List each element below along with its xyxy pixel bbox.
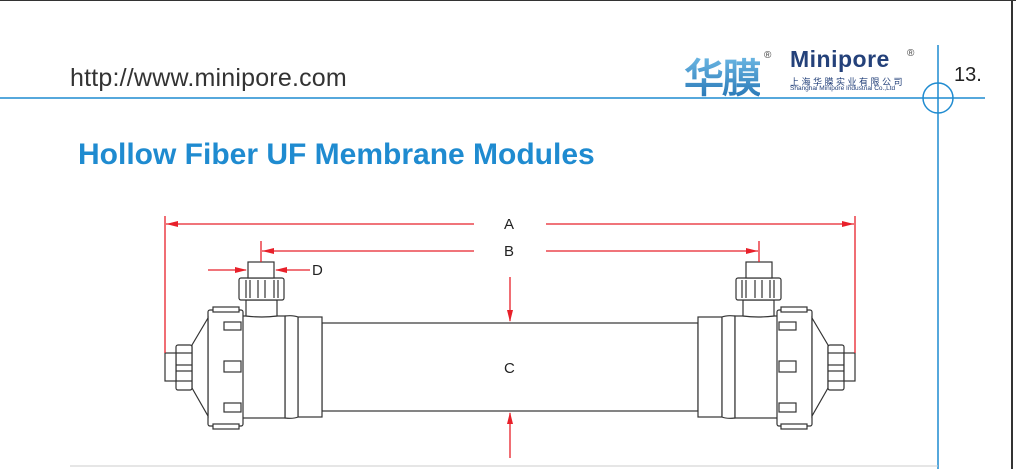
dimension-label-b: B	[504, 243, 514, 260]
logo-english-company: Shanghai Minipore Industrial Co.,Ltd	[790, 85, 896, 92]
logo-chinese-company: 上海华膜实业有限公司	[790, 77, 906, 87]
logo-brand: Minipore	[790, 46, 890, 72]
membrane-tube	[321, 322, 699, 412]
feed-nut	[175, 344, 193, 391]
page-number: 13.	[954, 64, 982, 86]
dimension-lines	[164, 216, 856, 458]
dimension-label-d: D	[312, 262, 323, 279]
logo-chinese-name: 华膜	[684, 46, 762, 104]
registration-mark-icon	[922, 82, 954, 114]
module-drawing	[164, 261, 856, 430]
dimension-label-c: C	[504, 360, 515, 377]
end-cap-right	[697, 261, 856, 430]
registered-mark-brand: ®	[907, 48, 915, 59]
website-url[interactable]: http://www.minipore.com	[70, 64, 347, 92]
registered-mark: ®	[764, 50, 772, 61]
page-title: Hollow Fiber UF Membrane Modules	[78, 138, 595, 171]
dimension-label-a: A	[504, 216, 514, 233]
permeate-port	[247, 261, 275, 279]
end-cap-left	[164, 261, 323, 430]
